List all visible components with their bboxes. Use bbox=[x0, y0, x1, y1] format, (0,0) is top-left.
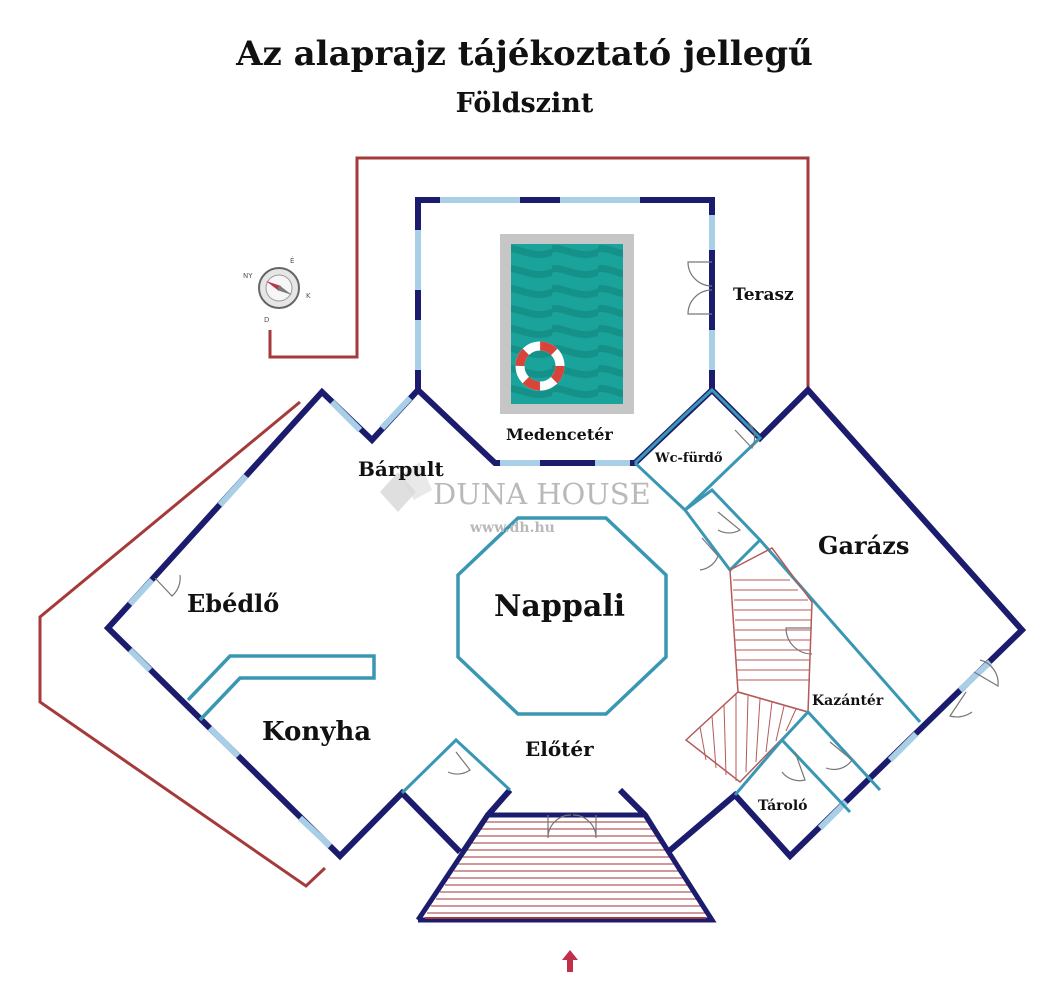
compass-south-label: D bbox=[264, 316, 269, 324]
watermark-brand: DUNA HOUSE bbox=[433, 477, 651, 511]
entrance-stairs bbox=[418, 815, 712, 920]
watermark-url: www.dh.hu bbox=[469, 520, 555, 536]
room-label-konyha: Konyha bbox=[262, 717, 371, 747]
room-label-medencecter: Medencetér bbox=[506, 425, 613, 444]
kitchen-counter bbox=[186, 654, 376, 722]
room-label-tarolo: Tároló bbox=[758, 798, 808, 814]
room-label-ebedlo: Ebédlő bbox=[187, 589, 279, 618]
lifebuoy-icon bbox=[515, 341, 565, 391]
interior-stairs bbox=[684, 547, 813, 784]
page-title: Az alaprajz tájékoztató jellegű bbox=[236, 34, 813, 74]
interior-door-icons bbox=[154, 421, 999, 782]
entrance-stair-treads bbox=[427, 821, 708, 914]
compass-icon: É K D NY bbox=[243, 256, 311, 324]
room-label-eloter: Előtér bbox=[525, 737, 594, 761]
room-label-terasz: Terasz bbox=[733, 285, 794, 305]
room-label-wc-furdo: Wc-fürdő bbox=[654, 451, 723, 466]
room-label-garazs: Garázs bbox=[818, 531, 909, 560]
corridor-wall bbox=[683, 488, 763, 573]
compass-north-label: É bbox=[290, 256, 294, 265]
terrace-outline-left bbox=[38, 400, 327, 888]
living-room-octagon bbox=[456, 516, 668, 716]
closet-wall bbox=[400, 737, 512, 795]
terrace-door-icon bbox=[687, 261, 713, 315]
room-label-nappali: Nappali bbox=[494, 589, 625, 624]
room-label-barpult: Bárpult bbox=[358, 457, 445, 481]
compass-west-label: NY bbox=[243, 272, 253, 280]
storage-wall bbox=[733, 737, 852, 814]
pool-hall-windows bbox=[415, 197, 715, 370]
watermark: DUNA HOUSE www.dh.hu bbox=[380, 462, 651, 536]
property-outline bbox=[268, 156, 810, 388]
boiler-room-wall bbox=[780, 709, 882, 792]
entrance-door-icon bbox=[547, 814, 597, 839]
floor-subtitle: Földszint bbox=[455, 88, 594, 119]
main-windows bbox=[127, 395, 993, 849]
compass-east-label: K bbox=[306, 292, 311, 300]
entrance-arrow-icon bbox=[562, 950, 578, 972]
room-label-kazanter: Kazántér bbox=[812, 693, 884, 709]
wc-wall bbox=[633, 387, 763, 513]
